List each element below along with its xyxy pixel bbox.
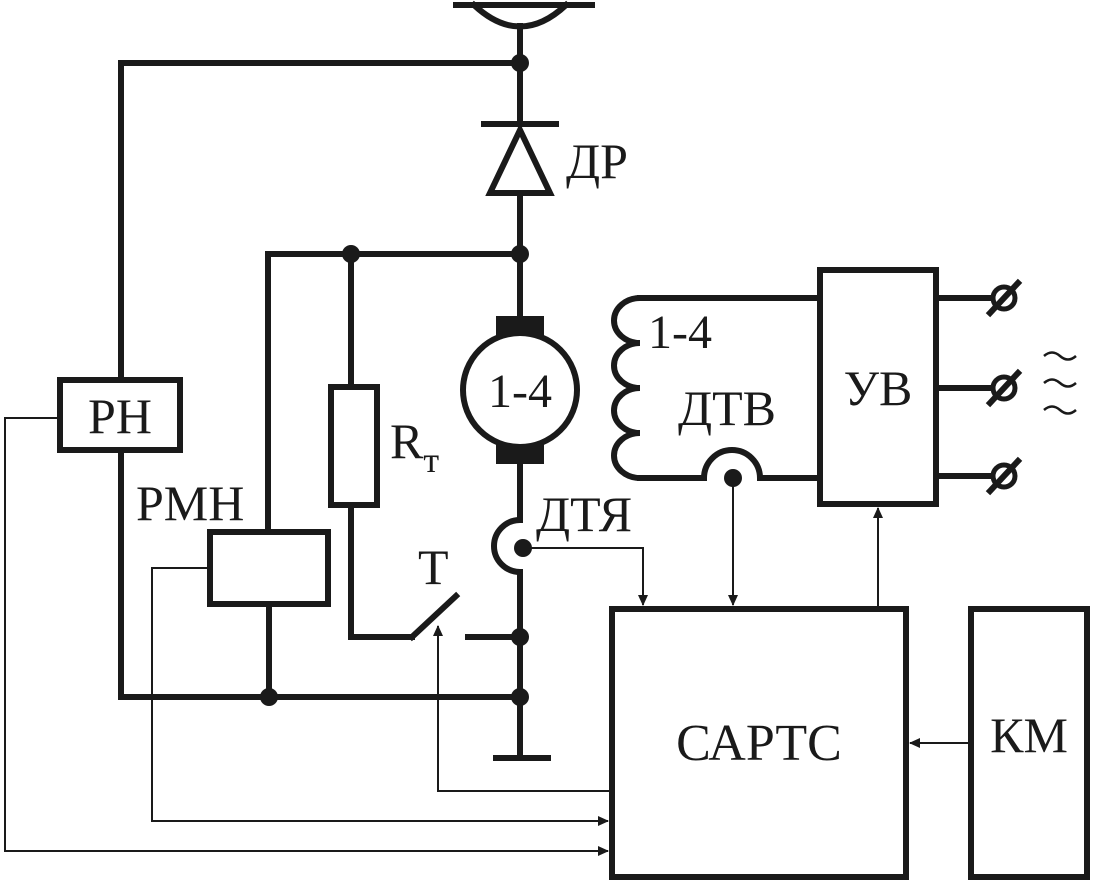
ac-terminals xyxy=(933,278,1023,496)
current-sensor-dtya-label: ДТЯ xyxy=(536,486,632,542)
wire-rn-top xyxy=(118,60,523,383)
voltage-relay-rn: РН xyxy=(57,377,183,453)
signal-rn-to-sartc xyxy=(4,417,609,856)
controller-km-label: КМ xyxy=(990,707,1068,763)
wire-rn-bottom xyxy=(118,447,523,700)
voltage-relay-rn-label: РН xyxy=(88,388,152,444)
signal-sartc-to-switch xyxy=(433,625,612,792)
signal-lines xyxy=(4,417,971,856)
motor-armature: 1-4 xyxy=(460,316,580,464)
resistor-rt-label: Rт xyxy=(390,413,439,480)
field-coil xyxy=(611,294,825,487)
diode-dr xyxy=(481,121,559,196)
field-current-sensor-dtv-label: ДТВ xyxy=(678,380,776,436)
controller-km: КМ xyxy=(968,606,1090,880)
field-coil-label: 1-4 xyxy=(648,306,712,359)
rectifier-uv: УВ xyxy=(817,267,939,507)
switch-t-label: Т xyxy=(418,539,449,595)
ac-supply-icon xyxy=(1043,351,1077,415)
relay-rmn-label: РМН xyxy=(136,475,244,531)
relay-rmn xyxy=(207,529,331,607)
current-sensor-dtya xyxy=(491,516,532,576)
switch-t xyxy=(348,502,523,642)
motor-label: 1-4 xyxy=(488,365,552,418)
resistor-rt xyxy=(328,384,380,508)
control-system-sartc: САРТС xyxy=(609,606,909,880)
signal-rmn-to-sartc xyxy=(151,567,609,826)
signal-dtya-to-sartc xyxy=(523,547,648,606)
diode-dr-label: ДР xyxy=(566,133,628,189)
control-system-sartc-label: САРТС xyxy=(676,715,842,772)
pantograph-icon xyxy=(453,0,595,30)
wire-rmn-top xyxy=(265,251,523,533)
rectifier-uv-label: УВ xyxy=(844,360,913,416)
